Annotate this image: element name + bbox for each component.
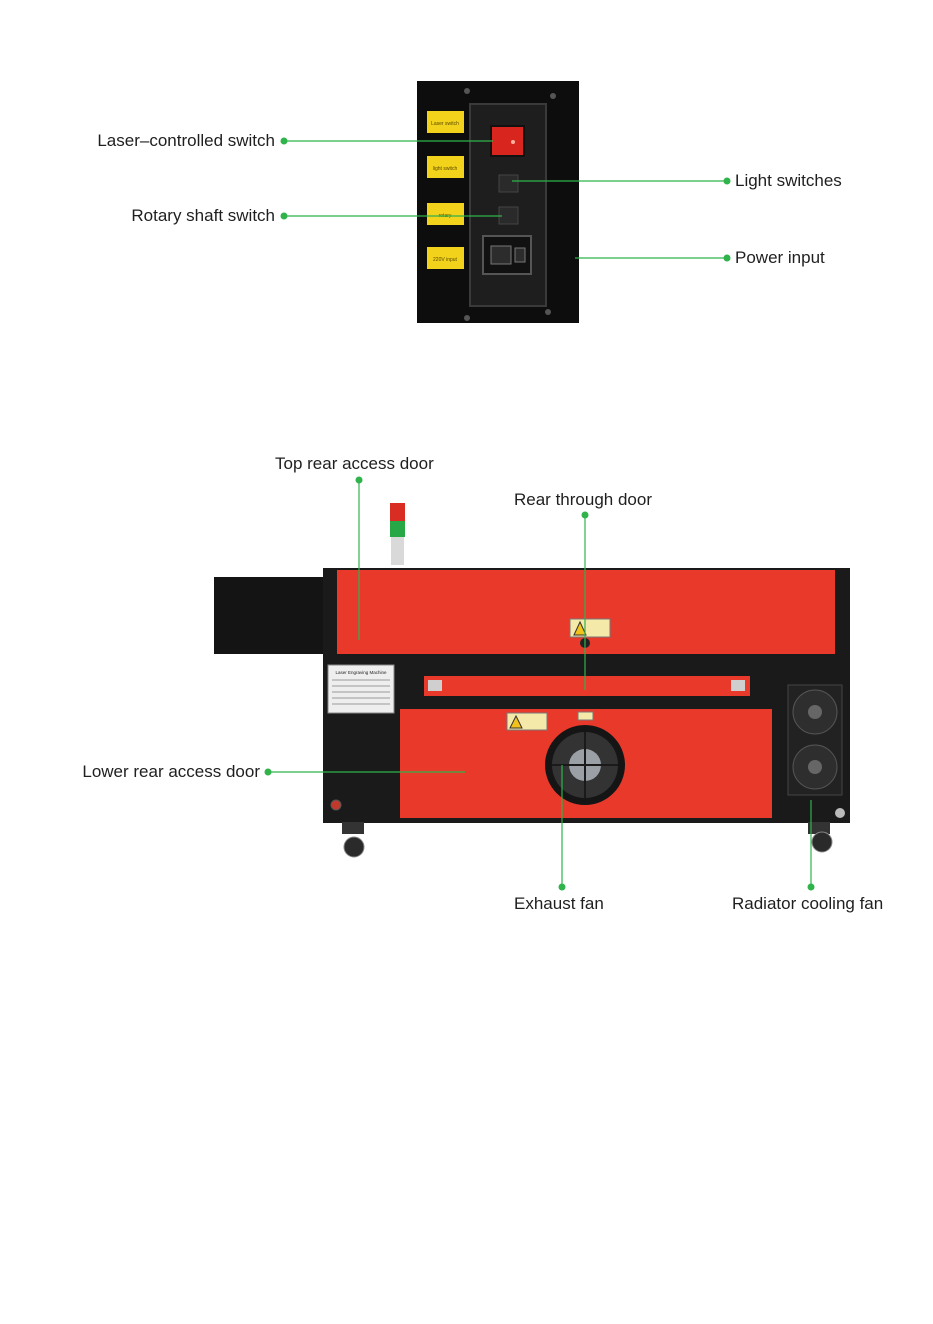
callout-dot-icon bbox=[582, 512, 589, 519]
label-lower-rear-door: Lower rear access door bbox=[82, 762, 260, 782]
callout-dot-icon bbox=[724, 255, 731, 262]
label-power-input: Power input bbox=[735, 248, 825, 268]
label-rear-through-door: Rear through door bbox=[514, 490, 652, 510]
callout-dot-icon bbox=[265, 769, 272, 776]
callout-dot-icon bbox=[724, 178, 731, 185]
callout-dot-icon bbox=[808, 884, 815, 891]
callout-dot-icon bbox=[281, 138, 288, 145]
callout-dot-icon bbox=[559, 884, 566, 891]
label-laser-switch: Laser–controlled switch bbox=[97, 131, 275, 151]
label-light-switches: Light switches bbox=[735, 171, 842, 191]
label-radiator-fan: Radiator cooling fan bbox=[732, 894, 883, 914]
callout-dot-icon bbox=[281, 213, 288, 220]
label-top-rear-door: Top rear access door bbox=[275, 454, 434, 474]
label-rotary-switch: Rotary shaft switch bbox=[131, 206, 275, 226]
callout-dot-icon bbox=[356, 477, 363, 484]
label-exhaust-fan: Exhaust fan bbox=[514, 894, 604, 914]
